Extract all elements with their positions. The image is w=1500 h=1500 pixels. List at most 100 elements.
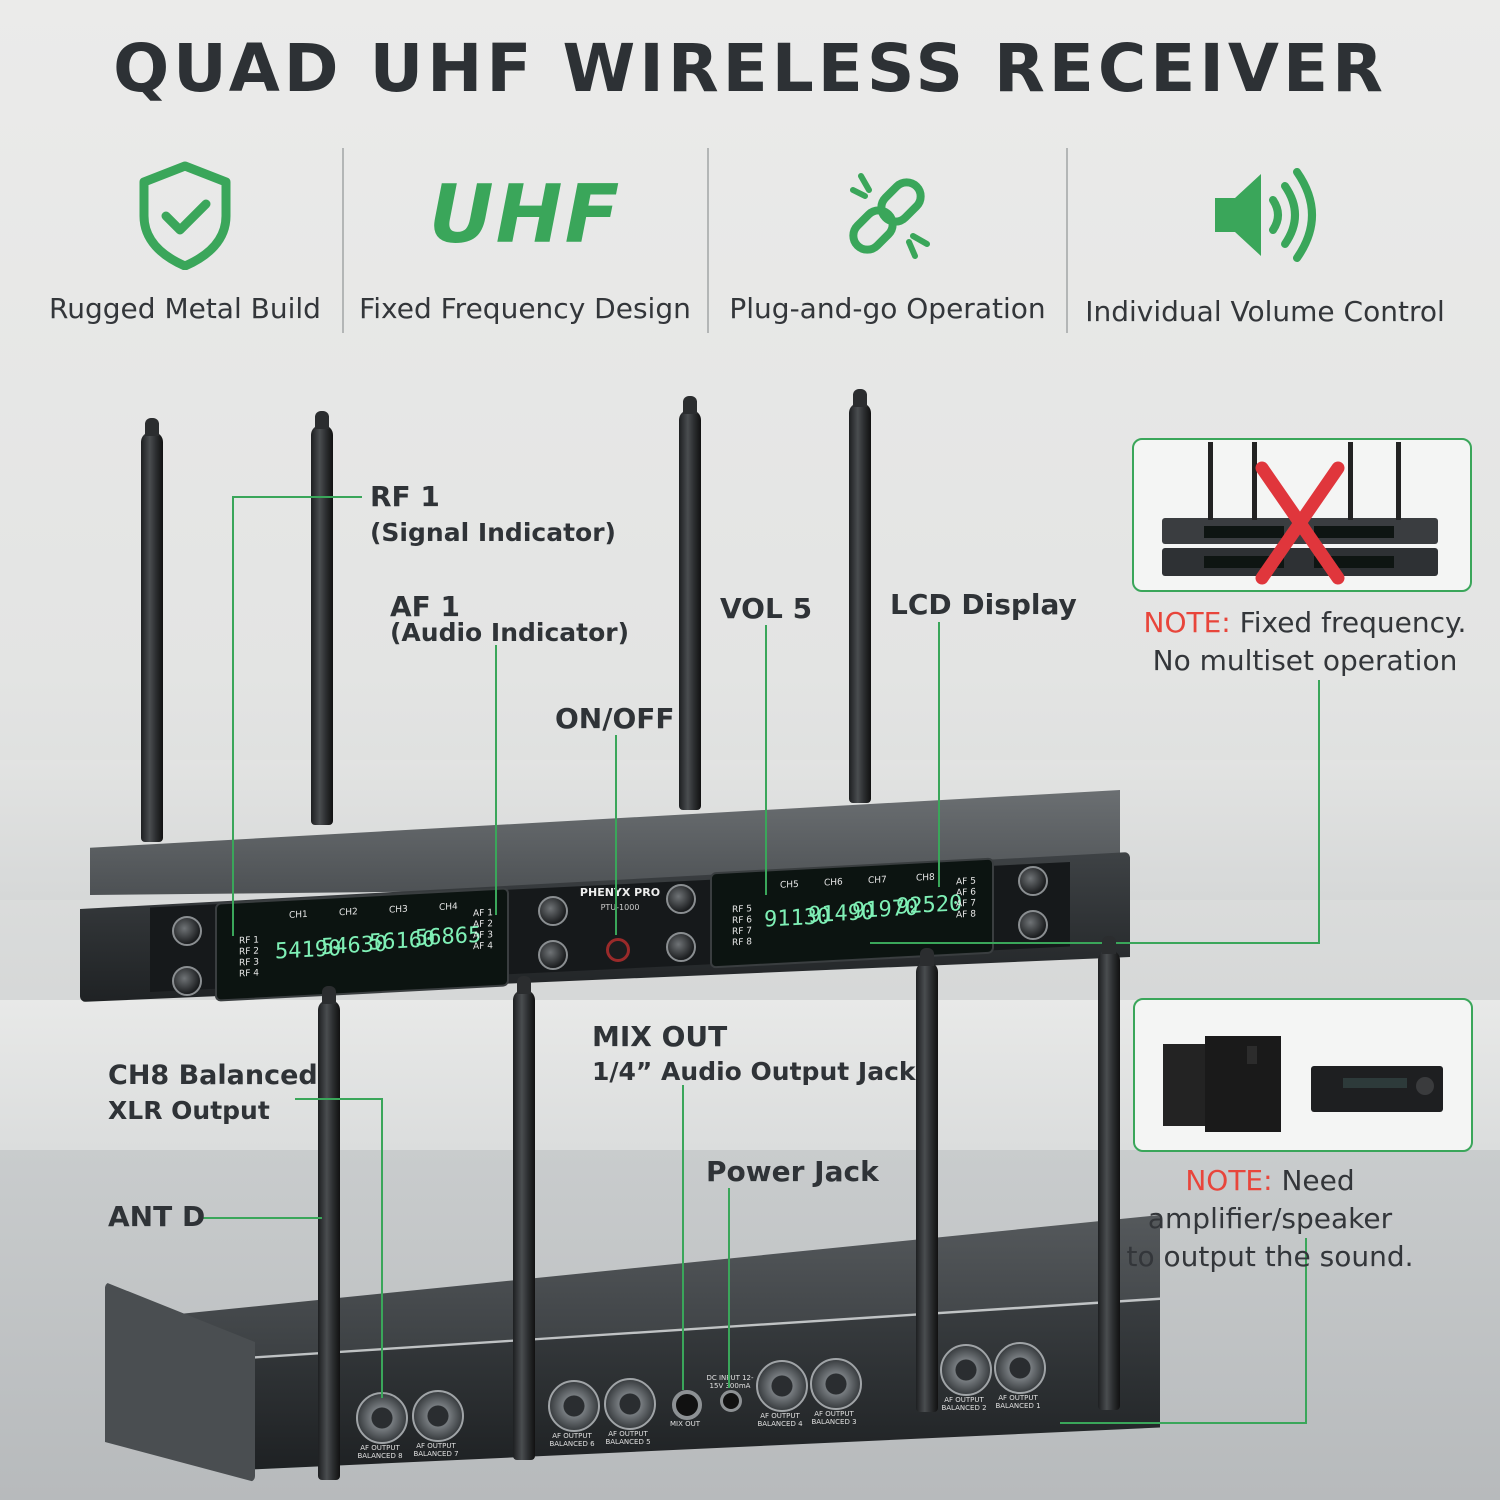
callout-ch8-sub: XLR Output xyxy=(108,1096,270,1125)
xlr-output-2[interactable] xyxy=(940,1344,992,1396)
xlr-output-6[interactable] xyxy=(548,1380,600,1432)
no-stacking-image xyxy=(1132,438,1472,592)
note-text: to output the sound. xyxy=(1126,1240,1414,1273)
callout-ant-d: ANT D xyxy=(108,1200,206,1233)
uhf-text-icon: UHF xyxy=(428,168,622,261)
feature-label: Fixed Frequency Design xyxy=(359,292,691,325)
page-title: QUAD UHF WIRELESS RECEIVER xyxy=(113,30,1387,107)
power-button[interactable] xyxy=(606,938,630,962)
antenna xyxy=(849,389,871,803)
callout-rf1-title: RF 1 xyxy=(370,480,440,513)
feature-label: Individual Volume Control xyxy=(1085,295,1445,328)
output-label: AF OUTPUT BALANCED 1 xyxy=(995,1394,1041,1410)
xlr-output-1[interactable] xyxy=(994,1342,1046,1394)
channel-label: CH3 xyxy=(389,904,408,916)
divider xyxy=(1066,148,1068,333)
feature-plug: Plug-and-go Operation xyxy=(720,150,1055,340)
antenna xyxy=(311,411,333,825)
callout-onoff: ON/OFF xyxy=(555,702,675,735)
vol-4-knob[interactable] xyxy=(538,940,568,970)
rf-indicator: RF 3 xyxy=(239,957,260,969)
output-label: AF OUTPUT BALANCED 8 xyxy=(357,1444,403,1460)
note-prefix: NOTE: xyxy=(1143,606,1231,639)
vol-3-knob[interactable] xyxy=(538,896,568,926)
vol-5-knob[interactable] xyxy=(666,884,696,914)
antenna xyxy=(513,976,535,1460)
feature-rugged: Rugged Metal Build xyxy=(40,150,330,340)
rf-indicator: RF 7 xyxy=(732,926,753,938)
af-indicator: AF 4 xyxy=(473,941,493,953)
af-indicator: AF 3 xyxy=(473,930,493,942)
note-text: Fixed frequency. xyxy=(1230,606,1467,639)
callout-power-jack: Power Jack xyxy=(706,1155,879,1188)
callout-line xyxy=(682,1085,684,1390)
channel-label: CH6 xyxy=(824,877,843,889)
dc-power-jack[interactable] xyxy=(720,1390,742,1412)
callout-line xyxy=(615,735,617,935)
feature-label: Plug-and-go Operation xyxy=(729,292,1046,325)
channel-label: CH5 xyxy=(780,879,799,891)
dc-input-label: DC INPUT 12-15V 300mA xyxy=(706,1374,754,1390)
rf-indicator: RF 4 xyxy=(239,968,260,980)
output-label: AF OUTPUT BALANCED 4 xyxy=(757,1412,803,1428)
af-indicator: AF 5 xyxy=(956,876,976,888)
output-label: AF OUTPUT BALANCED 2 xyxy=(941,1396,987,1412)
xlr-output-3[interactable] xyxy=(810,1358,862,1410)
divider xyxy=(707,148,709,333)
feature-uhf: UHF Fixed Frequency Design xyxy=(355,150,695,340)
callout-line xyxy=(938,622,940,887)
vol-1-knob[interactable] xyxy=(172,916,202,946)
antenna xyxy=(1098,936,1120,1410)
rf-indicator: RF 2 xyxy=(239,946,260,958)
callout-af1-sub: (Audio Indicator) xyxy=(390,618,630,647)
vol-8-knob[interactable] xyxy=(1018,910,1048,940)
xlr-output-7[interactable] xyxy=(412,1390,464,1442)
callout-line xyxy=(765,625,767,895)
callout-rf1-sub: (Signal Indicator) xyxy=(370,518,616,547)
divider xyxy=(342,148,344,333)
callout-line xyxy=(1060,1422,1307,1424)
speaker-volume-icon xyxy=(1080,160,1450,270)
callout-line xyxy=(1305,1238,1307,1424)
frequency-readout: 92520 xyxy=(896,891,963,920)
antenna xyxy=(916,948,938,1412)
brand-logo: PHENYX PRO xyxy=(579,886,661,899)
channel-label: CH8 xyxy=(916,872,935,884)
callout-line xyxy=(381,1098,383,1398)
xlr-output-5[interactable] xyxy=(604,1378,656,1430)
xlr-output-8[interactable] xyxy=(356,1392,408,1444)
amplifier-speaker-image xyxy=(1133,998,1473,1152)
af-indicator: AF 6 xyxy=(956,887,976,899)
af-indicator: AF 8 xyxy=(956,909,976,921)
lcd-display-left: CH1 CH2 CH3 CH4 54190 54630 56160 56865 … xyxy=(215,887,509,1002)
callout-mix-out-title: MIX OUT xyxy=(592,1020,728,1053)
callout-line xyxy=(1318,680,1320,944)
callout-line xyxy=(295,1098,383,1100)
shield-check-icon xyxy=(40,160,330,270)
note-text: Need amplifier/speaker xyxy=(1147,1164,1393,1235)
frequency-readout: 56865 xyxy=(415,922,482,952)
af-indicator: AF 7 xyxy=(956,898,976,910)
model-label: PTU-1000 xyxy=(600,903,640,912)
note-prefix: NOTE: xyxy=(1185,1164,1273,1197)
channel-label: CH4 xyxy=(439,901,458,913)
note-amplifier-required: NOTE: Need amplifier/speaker to output t… xyxy=(1060,1162,1480,1276)
rf-indicator: RF 1 xyxy=(239,935,260,947)
vol-6-knob[interactable] xyxy=(666,932,696,962)
callout-lcd: LCD Display xyxy=(890,588,1077,621)
callout-af1-title: AF 1 xyxy=(390,590,461,623)
channel-label: CH2 xyxy=(339,907,358,919)
output-label: AF OUTPUT BALANCED 6 xyxy=(549,1432,595,1448)
output-label: AF OUTPUT BALANCED 3 xyxy=(811,1410,857,1426)
channel-label: CH1 xyxy=(289,909,308,921)
vol-2-knob[interactable] xyxy=(172,966,202,996)
callout-line xyxy=(728,1188,730,1388)
callout-line xyxy=(200,1217,322,1219)
callout-line xyxy=(232,496,362,498)
output-label: AF OUTPUT BALANCED 7 xyxy=(413,1442,459,1458)
mix-out-jack[interactable] xyxy=(672,1390,702,1420)
vol-7-knob[interactable] xyxy=(1018,866,1048,896)
af-indicator: AF 1 xyxy=(473,908,493,920)
callout-line xyxy=(495,645,497,915)
xlr-output-4[interactable] xyxy=(756,1360,808,1412)
